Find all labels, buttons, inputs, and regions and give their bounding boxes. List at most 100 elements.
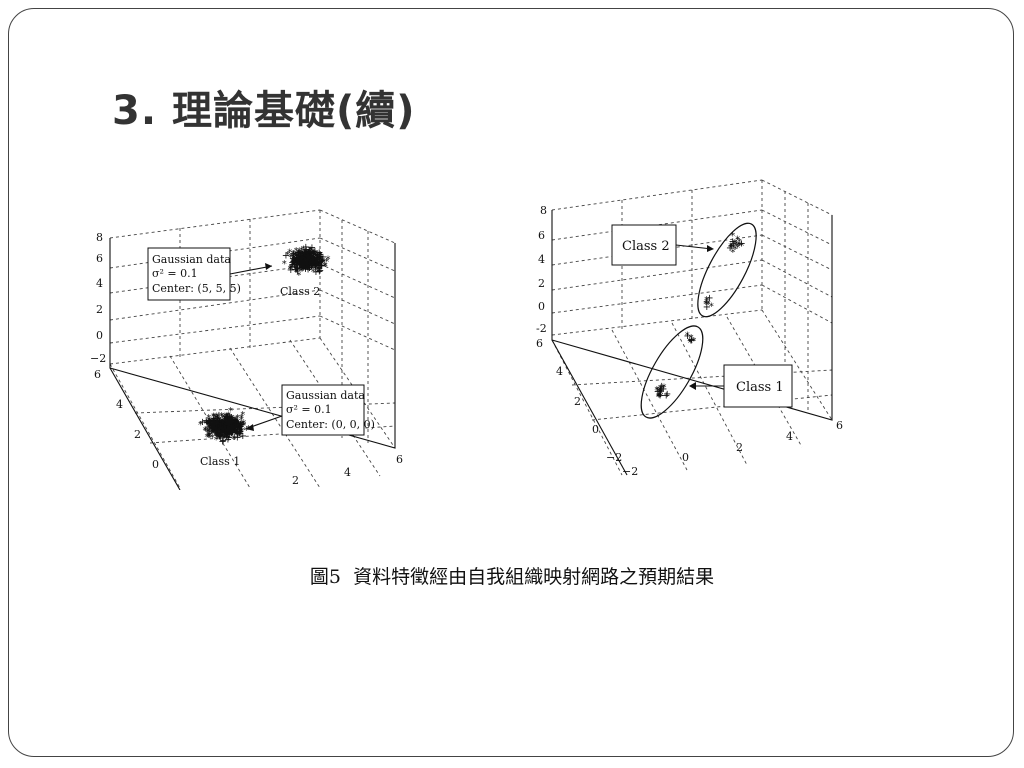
data-point: * [225, 411, 230, 422]
data-point: * [291, 252, 296, 263]
data-point: * [222, 426, 227, 437]
data-point: * [231, 422, 236, 433]
data-point: + [292, 260, 300, 271]
left-x-tick: 4 [344, 466, 351, 479]
data-point: * [303, 252, 308, 263]
data-point: * [222, 421, 227, 432]
data-point: + [314, 263, 322, 274]
data-point: * [307, 251, 312, 262]
data-point: * [296, 259, 301, 270]
data-point: * [208, 418, 213, 429]
data-point: + [215, 419, 223, 430]
data-point: * [303, 258, 308, 269]
data-point: * [231, 424, 236, 435]
data-point: + [654, 387, 662, 398]
data-point: * [322, 261, 327, 272]
data-point: * [302, 252, 307, 263]
data-point: * [312, 259, 317, 270]
data-point: * [222, 425, 227, 436]
data-point: * [691, 336, 696, 347]
data-point: * [312, 257, 317, 268]
data-point: + [292, 255, 300, 266]
data-point: + [239, 419, 247, 430]
data-point: * [219, 433, 224, 444]
data-point: * [225, 416, 230, 427]
data-point: + [310, 260, 318, 271]
data-point: * [225, 433, 230, 444]
data-point: * [225, 420, 230, 431]
left-class1-points: +**+**+**+**+**+**+**+**+**+**+**+**+**+… [198, 406, 251, 447]
data-point: + [237, 417, 245, 428]
data-point: * [231, 428, 236, 439]
data-point: * [210, 426, 215, 437]
data-point: * [211, 416, 216, 427]
data-point: * [238, 425, 243, 436]
data-point: + [215, 410, 223, 421]
data-point: + [232, 416, 240, 427]
data-point: + [233, 426, 241, 437]
data-point: * [221, 419, 226, 430]
data-point: * [205, 427, 210, 438]
data-point: * [310, 249, 315, 260]
data-point: * [226, 422, 231, 433]
data-point: * [730, 231, 735, 242]
data-point: + [205, 419, 213, 430]
data-point: + [319, 252, 327, 263]
data-point: + [221, 415, 229, 426]
data-point: + [295, 251, 303, 262]
data-point: + [316, 252, 324, 263]
data-point: * [232, 417, 237, 428]
data-point: + [213, 419, 221, 430]
data-point: * [218, 424, 223, 435]
data-point: + [288, 258, 296, 269]
data-point: + [218, 417, 226, 428]
right-class1-points: +**+**+**+**+**+**+**++**+**+* [654, 331, 697, 403]
data-point: * [312, 256, 317, 267]
data-point: * [307, 265, 312, 276]
data-point: * [239, 415, 244, 426]
data-point: * [299, 259, 304, 270]
data-point: * [229, 431, 234, 442]
data-point: * [318, 251, 323, 262]
data-point: * [238, 420, 243, 431]
left-axes [109, 238, 396, 490]
data-point: + [210, 418, 218, 429]
data-point: * [297, 260, 302, 271]
data-point: + [233, 433, 241, 444]
data-point: * [211, 416, 216, 427]
data-point: * [212, 421, 217, 432]
data-point: * [218, 426, 223, 437]
data-point: * [293, 250, 298, 261]
data-point: * [221, 428, 226, 439]
data-point: * [235, 426, 240, 437]
data-point: * [219, 419, 224, 430]
data-point: * [221, 420, 226, 431]
data-point: * [293, 251, 298, 262]
data-point: * [229, 419, 234, 430]
data-point: + [226, 424, 234, 435]
data-point: * [309, 250, 314, 261]
data-point: * [303, 264, 308, 275]
data-point: + [297, 256, 305, 267]
data-point: + [301, 249, 309, 260]
data-point: * [306, 252, 311, 263]
data-point: * [312, 258, 317, 269]
data-point: * [207, 420, 212, 431]
left-class1-annotation: Gaussian data σ² = 0.1 Center: (0, 0, 0) [246, 384, 375, 436]
data-point: + [226, 419, 234, 430]
data-point: * [219, 430, 224, 441]
data-point: + [234, 422, 242, 433]
data-point: + [299, 253, 307, 264]
data-point: * [312, 249, 317, 260]
data-point: + [288, 262, 296, 273]
data-point: * [315, 259, 320, 270]
data-point: * [296, 252, 301, 263]
data-point: * [299, 253, 304, 264]
data-point: * [298, 256, 303, 267]
data-point: + [222, 431, 230, 442]
data-point: + [226, 425, 234, 436]
data-point: * [222, 423, 227, 434]
data-point: * [305, 258, 310, 269]
data-point: * [244, 425, 249, 436]
data-point: * [219, 422, 224, 433]
